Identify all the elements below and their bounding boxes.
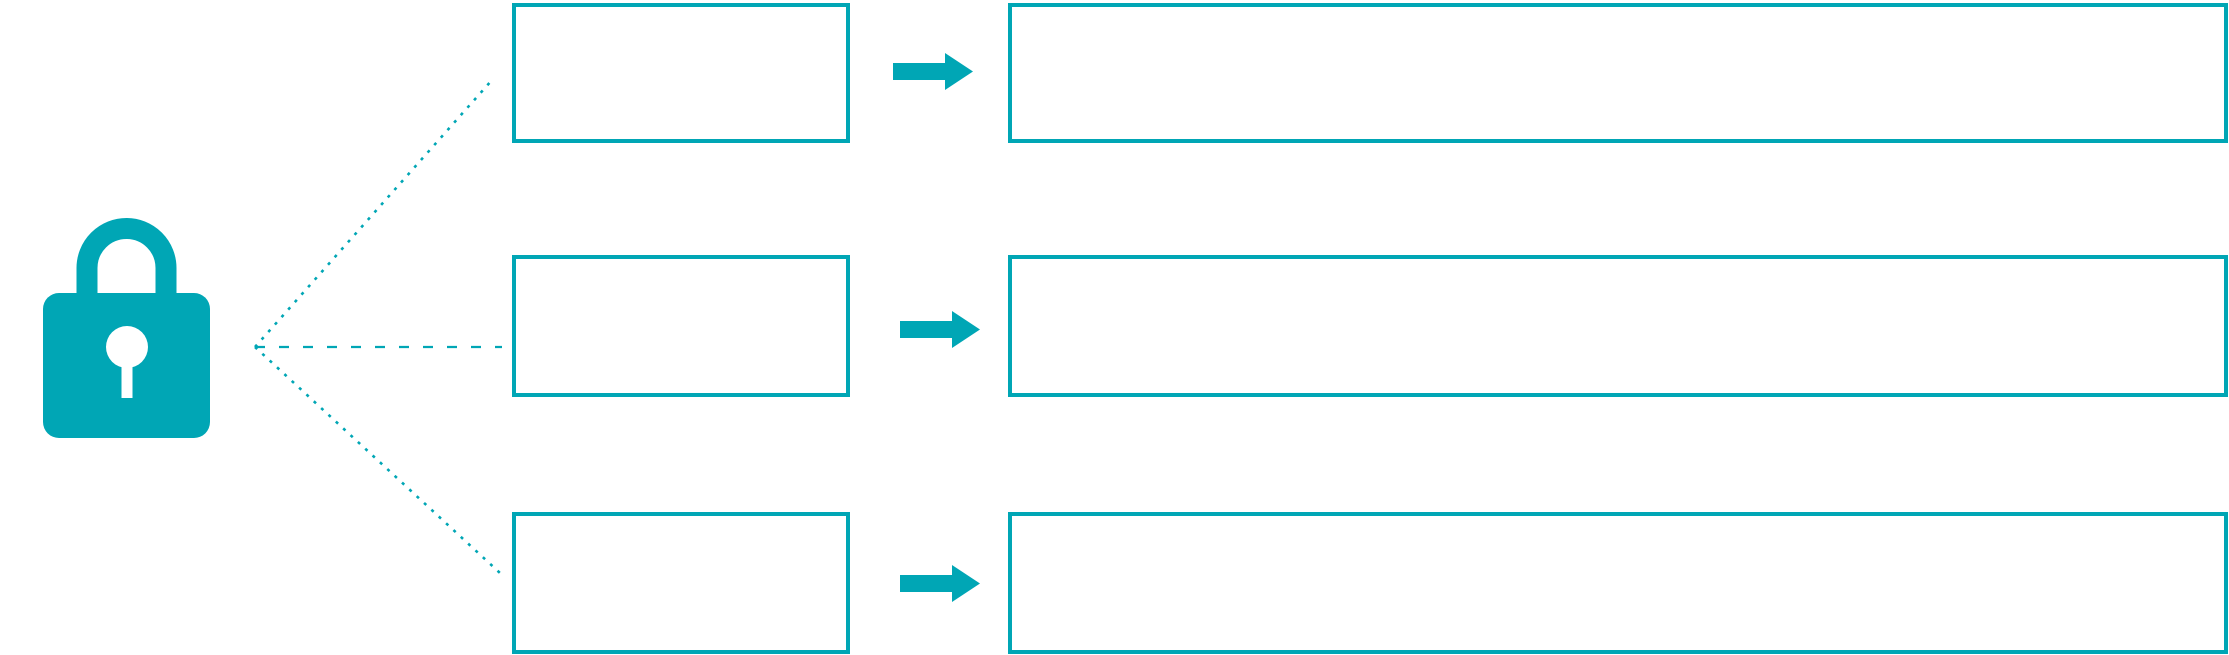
term-box-row-2 bbox=[512, 255, 850, 397]
term-box-row-3 bbox=[512, 512, 850, 654]
definition-panel-row-2 bbox=[1008, 255, 2228, 397]
definition-panel-row-1 bbox=[1008, 3, 2228, 143]
right-arrow-icon bbox=[893, 53, 973, 90]
definition-panel-row-3 bbox=[1008, 512, 2228, 654]
lock-shackle bbox=[76, 218, 177, 300]
right-arrow-shape bbox=[893, 53, 973, 90]
term-box-row-1 bbox=[512, 3, 850, 143]
lock-icon bbox=[43, 218, 210, 438]
right-arrow-icon bbox=[900, 311, 980, 348]
right-arrow-shape bbox=[900, 565, 980, 602]
dotted-connector-row-1 bbox=[254, 79, 493, 348]
right-arrow-shape bbox=[900, 311, 980, 348]
lock-keyhole-stem bbox=[121, 347, 133, 398]
right-arrow-icon bbox=[900, 565, 980, 602]
dotted-connector-row-3 bbox=[254, 346, 501, 574]
